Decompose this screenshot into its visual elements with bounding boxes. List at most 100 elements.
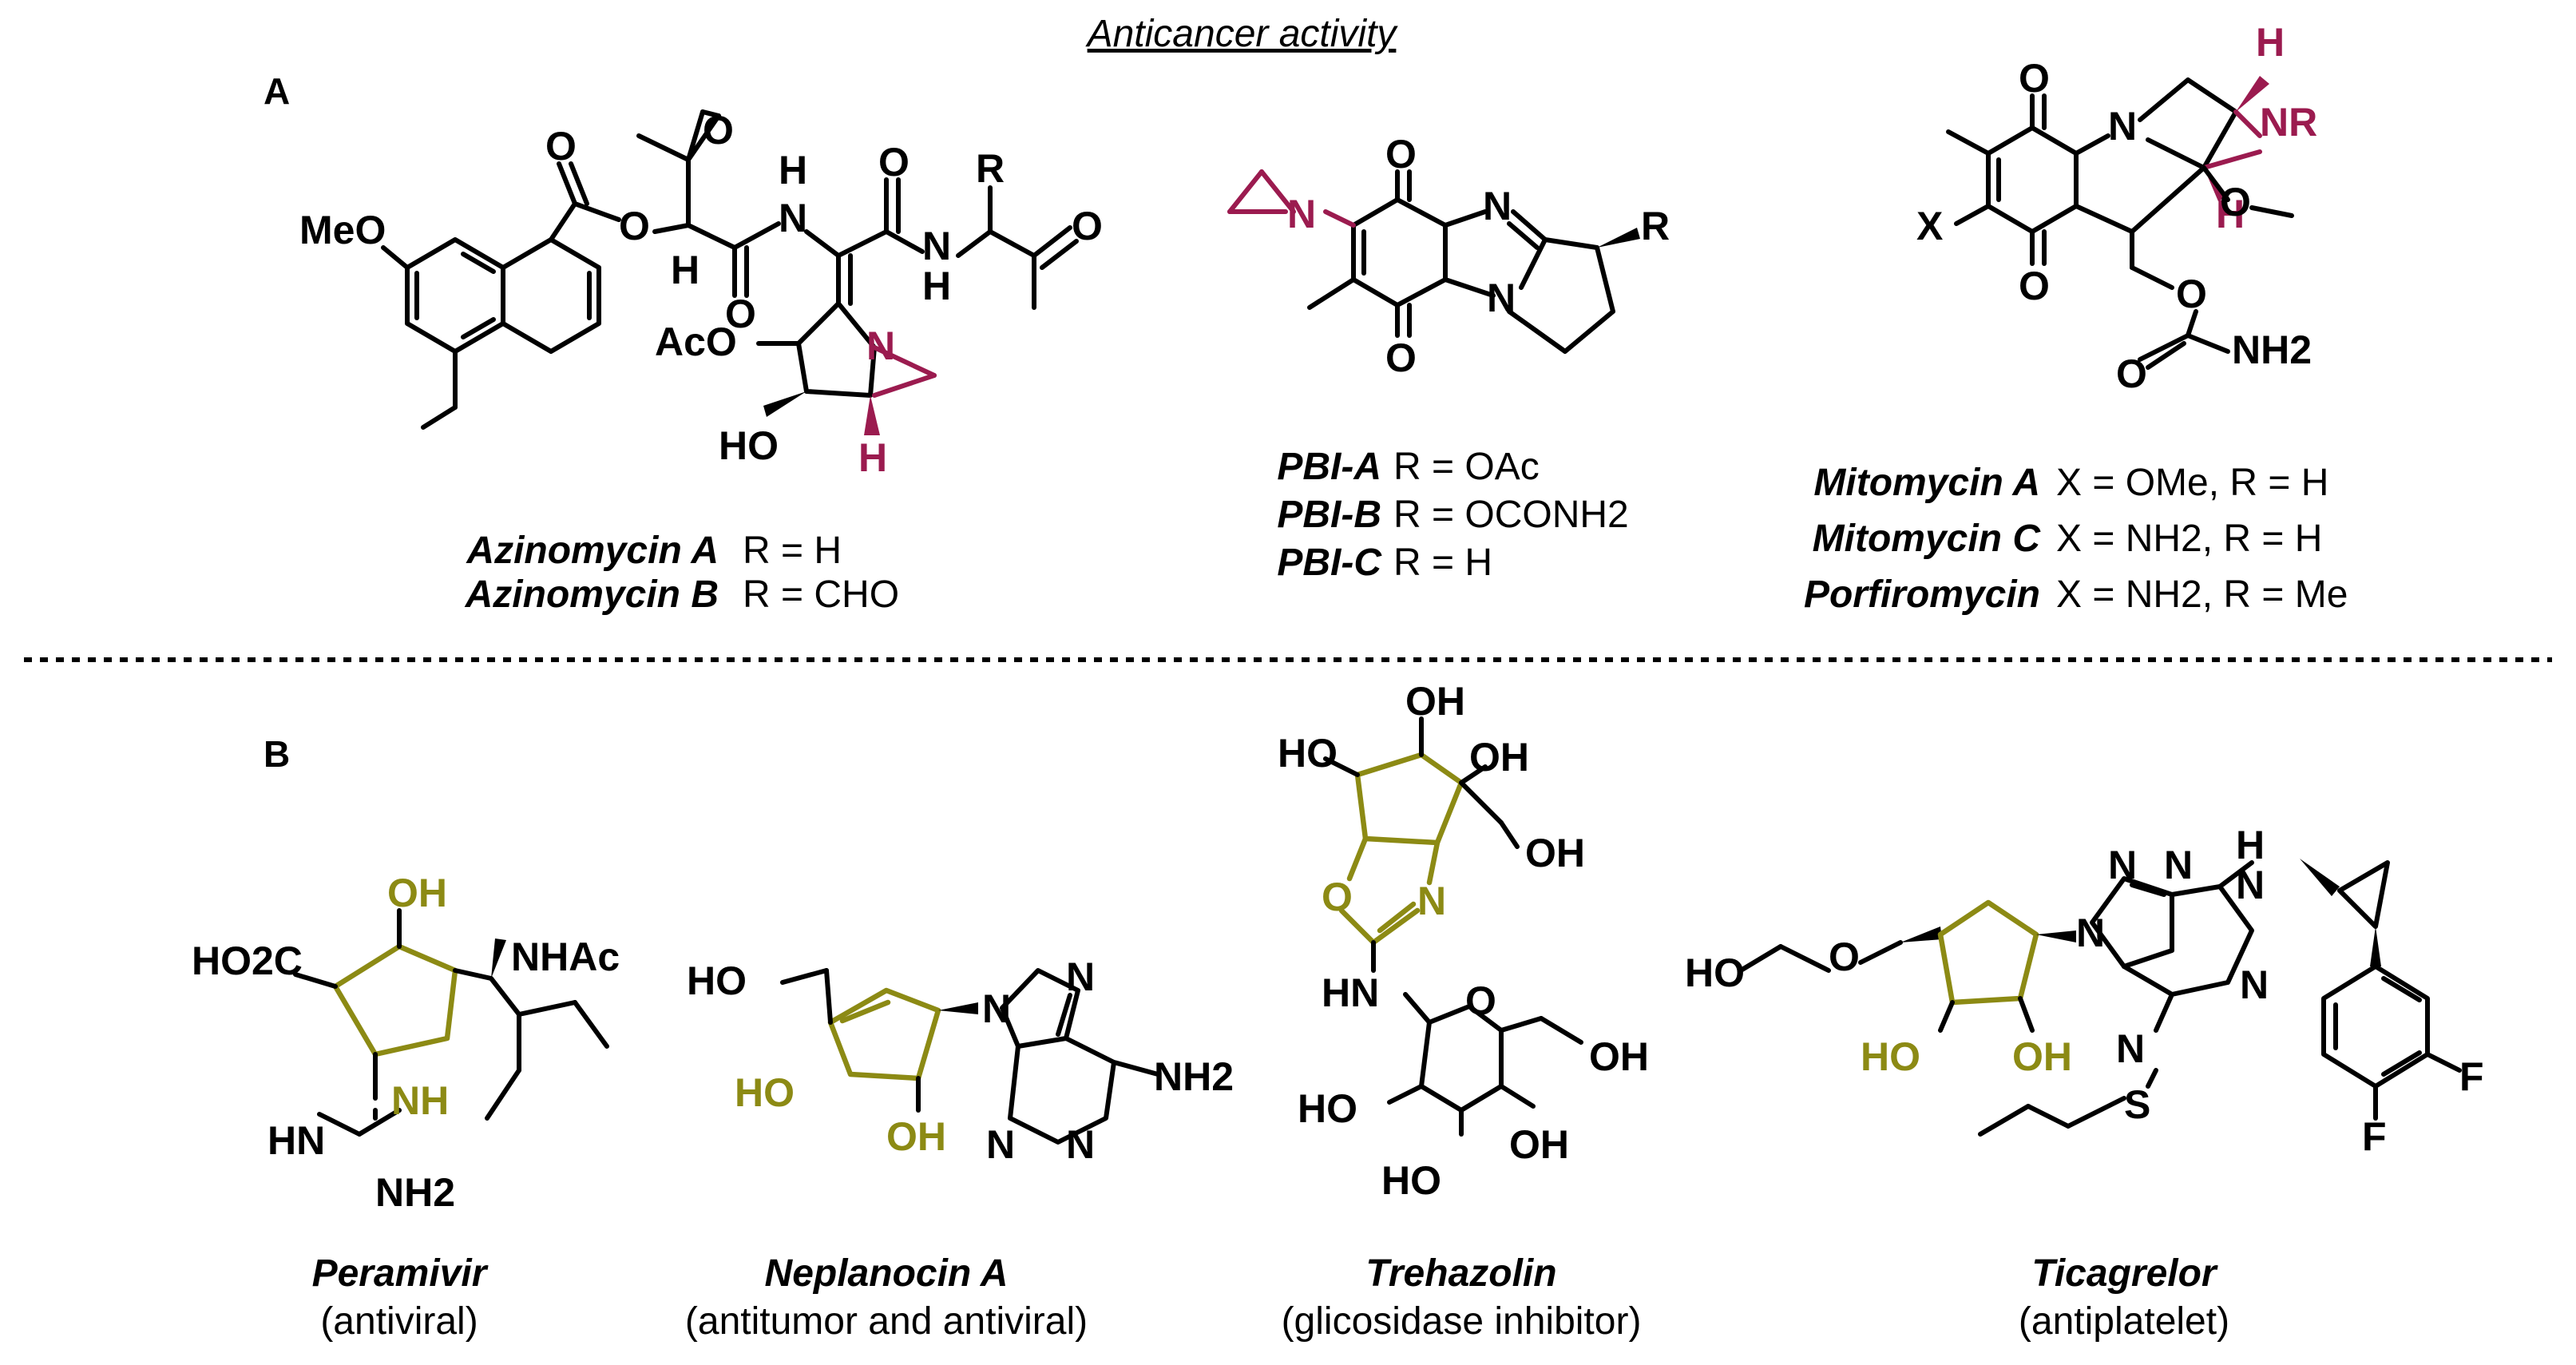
peramivir-nh2: NH2	[375, 1170, 455, 1215]
pbi-aziridine-n: N	[1287, 192, 1316, 236]
azino-aziridine-h: H	[858, 435, 887, 480]
ticagrelor-n1: N	[2076, 911, 2105, 955]
peramivir-nh: NH	[391, 1078, 449, 1123]
azino-carbonyl-o3: O	[878, 140, 910, 185]
azino-carbonyl-o2: O	[725, 292, 756, 336]
ticagrelor-oh-ring: OH	[2012, 1034, 2072, 1079]
ticagrelor-ho-ring: HO	[1861, 1034, 1920, 1079]
trehazolin-oh-top: OH	[1405, 679, 1465, 724]
mitomycin-a-def: X = OMe, R = H	[2056, 462, 2328, 504]
trehazolin-ring-o: O	[1465, 978, 1496, 1023]
azino-r: R	[976, 146, 1005, 191]
pbi-c-def: R = H	[1393, 542, 1492, 584]
neplanocin-name: Neplanocin A	[765, 1252, 1009, 1295]
ticagrelor-nh-n: N	[2236, 863, 2265, 907]
neplanocin-n1: N	[1066, 1122, 1095, 1167]
ticagrelor-ho: HO	[1685, 950, 1745, 995]
trehazolin-hn: HN	[1322, 970, 1379, 1015]
panel-label-b: B	[264, 733, 290, 775]
trehazolin-ho-left: HO	[1278, 731, 1338, 776]
trehazolin-name: Trehazolin	[1365, 1252, 1556, 1295]
peramivir-nhac: NHAc	[511, 934, 620, 979]
azino-h2: H	[779, 148, 807, 192]
azinomycin-b-name: Azinomycin B	[465, 573, 719, 616]
porfiromycin-name: Porfiromycin	[1804, 573, 2040, 616]
neplanocin-activity: (antitumor and antiviral)	[685, 1300, 1088, 1343]
ticagrelor-n3: N	[2164, 843, 2193, 887]
neplanocin-n9: N	[982, 986, 1011, 1031]
trehazolin-oxazoline-n: N	[1417, 879, 1446, 923]
azino-carbonyl-o1: O	[545, 124, 577, 169]
peramivir-ho2c: HO2C	[192, 938, 303, 983]
trehazolin-ho-3: HO	[1381, 1158, 1441, 1203]
azinomycin-a-def: R = H	[743, 530, 842, 572]
mito-n: N	[2108, 104, 2137, 149]
pbi-b-def: R = OCONH2	[1393, 494, 1629, 536]
azino-ester-o: O	[619, 204, 650, 248]
mito-h-bottom: H	[2216, 192, 2245, 236]
peramivir-hn: HN	[268, 1118, 325, 1163]
mito-nr: NR	[2260, 100, 2317, 145]
azino-aco: AcO	[655, 319, 737, 364]
mitomycin-c-def: X = NH2, R = H	[2056, 518, 2322, 560]
mitomycin-structure	[1946, 76, 2294, 370]
trehazolin-oh-ch2: OH	[1525, 831, 1585, 875]
pbi-c-name: PBI-C	[1277, 542, 1382, 584]
mito-o-bottom: O	[2019, 264, 2050, 308]
azino-ketone-o: O	[1072, 204, 1103, 248]
azinomycin-structure	[381, 109, 1079, 435]
pbi-r: R	[1641, 204, 1670, 248]
mito-nh2: NH2	[2232, 327, 2312, 372]
pbi-o-bottom: O	[1385, 335, 1417, 380]
ticagrelor-nh-h: H	[2236, 823, 2265, 867]
figure-header: Anticancer activity	[1085, 13, 1399, 55]
neplanocin-ho-left: HO	[735, 1070, 795, 1115]
pbi-b-name: PBI-B	[1277, 494, 1381, 536]
trehazolin-oxazoline-o: O	[1322, 875, 1353, 919]
mito-x: X	[1916, 204, 1943, 248]
ticagrelor-ether-o: O	[1829, 934, 1860, 979]
neplanocin-structure	[780, 968, 1160, 1145]
pbi-structure	[1227, 169, 1640, 354]
ticagrelor-f2: F	[2362, 1114, 2387, 1159]
pbi-o-top: O	[1385, 132, 1417, 177]
porfiromycin-def: X = NH2, R = Me	[2056, 573, 2348, 616]
mitomycin-a-name: Mitomycin A	[1813, 462, 2040, 504]
ticagrelor-f1: F	[2459, 1054, 2484, 1099]
mito-ome-o: O	[2220, 180, 2251, 224]
azinomycin-b-def: R = CHO	[743, 573, 899, 616]
pbi-n-ring: N	[1487, 276, 1516, 320]
azinomycin-a-name: Azinomycin A	[466, 530, 719, 572]
trehazolin-oh-4: OH	[1509, 1122, 1569, 1167]
peramivir-name: Peramivir	[312, 1252, 489, 1295]
trehazolin-activity: (glicosidase inhibitor)	[1282, 1300, 1642, 1343]
ticagrelor-activity: (antiplatelet)	[2019, 1300, 2229, 1343]
ticagrelor-n4: N	[2116, 1026, 2145, 1071]
ticagrelor-n5: N	[2240, 962, 2269, 1007]
azino-epoxide-o: O	[703, 108, 734, 153]
ticagrelor-s: S	[2124, 1082, 2150, 1127]
azino-meo: MeO	[299, 208, 386, 252]
neplanocin-oh-bottom: OH	[886, 1114, 946, 1159]
trehazolin-oh-6: OH	[1589, 1034, 1649, 1079]
pbi-n-imine: N	[1483, 184, 1512, 228]
ticagrelor-name: Ticagrelor	[2031, 1252, 2218, 1295]
trehazolin-ho-2: HO	[1298, 1086, 1357, 1131]
neplanocin-nh2: NH2	[1154, 1054, 1234, 1099]
ticagrelor-n2: N	[2108, 843, 2137, 887]
peramivir-activity: (antiviral)	[320, 1300, 478, 1343]
trehazolin-oh-right: OH	[1469, 735, 1529, 780]
pbi-a-def: R = OAc	[1393, 446, 1540, 488]
mito-h-top: H	[2256, 20, 2285, 65]
panel-label-a: A	[264, 70, 290, 112]
peramivir-oh: OH	[387, 871, 447, 915]
peramivir-structure	[293, 908, 609, 1137]
trehazolin-structure	[1323, 716, 1583, 1137]
azino-aziridine-n: N	[866, 323, 895, 368]
azino-ho: HO	[719, 423, 779, 468]
mitomycin-c-name: Mitomycin C	[1813, 518, 2042, 560]
azino-n1: N	[779, 196, 807, 240]
ticagrelor-structure	[1738, 859, 2462, 1137]
neplanocin-ho-top: HO	[687, 958, 747, 1003]
